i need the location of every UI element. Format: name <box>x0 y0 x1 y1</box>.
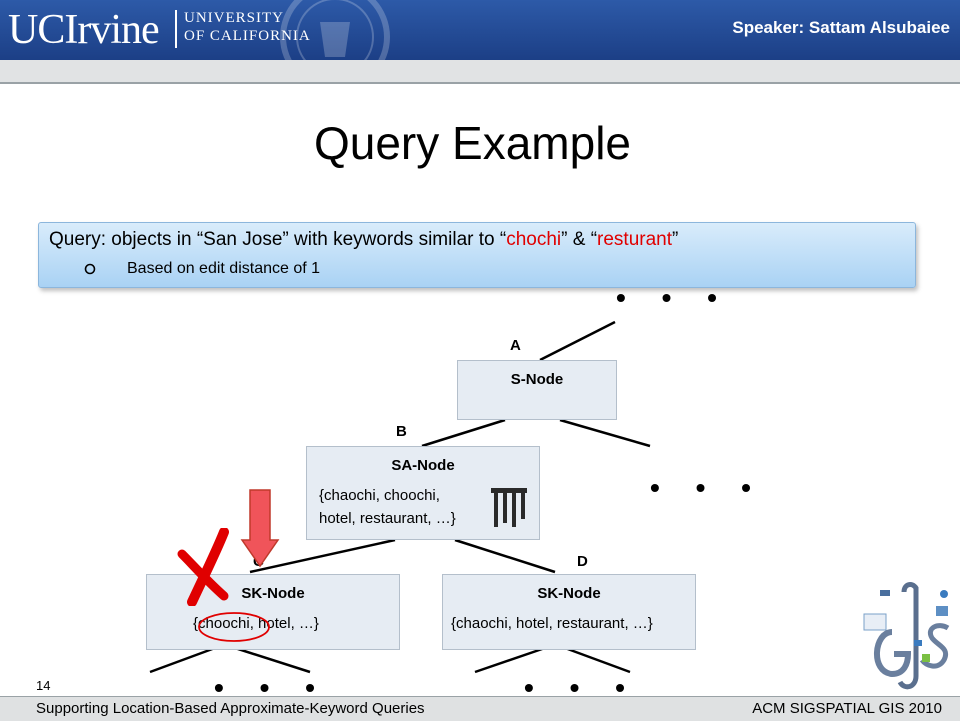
down-arrow-icon <box>240 489 280 568</box>
bullet-icon <box>84 263 96 275</box>
edge-line-d-left <box>474 646 546 674</box>
sk-node-d-title: SK-Node <box>537 585 601 602</box>
red-x-icon <box>177 528 229 606</box>
query-prefix: Query: objects in “San Jose” with keywor… <box>49 229 507 250</box>
logo-sub-line2: OF CALIFORNIA <box>184 28 311 44</box>
sa-node: SA-Node {chaochi, choochi, hotel, restau… <box>306 446 540 540</box>
edge-label-a: A <box>510 337 521 354</box>
logo-divider <box>175 10 177 48</box>
speaker-label: Speaker: Sattam Alsubaiee <box>732 18 950 37</box>
slide-title: Query Example <box>313 117 631 169</box>
query-mid: ” & “ <box>561 229 598 250</box>
header-band <box>0 60 960 82</box>
sa-node-title: SA-Node <box>391 457 455 474</box>
ellipsis-top: • • • <box>616 282 731 313</box>
edge-line-c-right <box>234 646 311 674</box>
edge-line-right <box>559 418 651 448</box>
sa-node-line1: {chaochi, choochi, <box>319 487 440 504</box>
sk-node-d: SK-Node {chaochi, hotel, restaurant, …} <box>442 574 696 650</box>
uci-logo-subtitle: UNIVERSITY OF CALIFORNIA <box>184 9 311 45</box>
header-divider <box>0 82 960 84</box>
uci-logo: UCIrvine <box>8 7 160 53</box>
sk-node-c-text: {choochi, hotel, …} <box>193 615 319 632</box>
edge-line-c-left <box>149 646 216 674</box>
query-text: Query: objects in “San Jose” with keywor… <box>49 229 678 251</box>
edge-line-b <box>421 418 506 448</box>
logo-sub-line1: UNIVERSITY <box>184 10 284 26</box>
sk-node-c-title: SK-Node <box>241 585 305 602</box>
gis-logo-icon <box>863 582 950 690</box>
query-subpoint: Based on edit distance of 1 <box>127 260 321 277</box>
query-keyword-1: chochi <box>506 229 562 250</box>
sa-node-line2: hotel, restaurant, …} <box>319 510 456 527</box>
sk-node-d-text: {chaochi, hotel, restaurant, …} <box>451 615 653 632</box>
ellipsis-right: • • • <box>650 472 765 503</box>
edge-line-d-right <box>564 646 631 674</box>
s-node: S-Node <box>457 360 617 420</box>
edge-line-d <box>454 538 556 574</box>
sk-node-c: SK-Node {choochi, hotel, …} <box>146 574 400 650</box>
edge-label-b: B <box>396 423 407 440</box>
query-suffix: ” <box>672 229 679 250</box>
header-bar: UCIrvine UNIVERSITY OF CALIFORNIA Speake… <box>0 0 960 92</box>
inverted-index-icon <box>491 488 527 527</box>
footer-title: Supporting Location-Based Approximate-Ke… <box>36 700 425 717</box>
footer-conference: ACM SIGSPATIAL GIS 2010 <box>752 700 942 717</box>
query-keyword-2: resturant <box>597 229 673 250</box>
page-number: 14 <box>36 678 51 693</box>
footer-bar: Supporting Location-Based Approximate-Ke… <box>0 696 960 721</box>
s-node-title: S-Node <box>510 371 564 388</box>
edge-label-d: D <box>577 553 588 570</box>
edge-line-a <box>539 320 616 362</box>
red-circle-highlight <box>198 612 270 642</box>
query-box: Query: objects in “San Jose” with keywor… <box>38 222 916 288</box>
